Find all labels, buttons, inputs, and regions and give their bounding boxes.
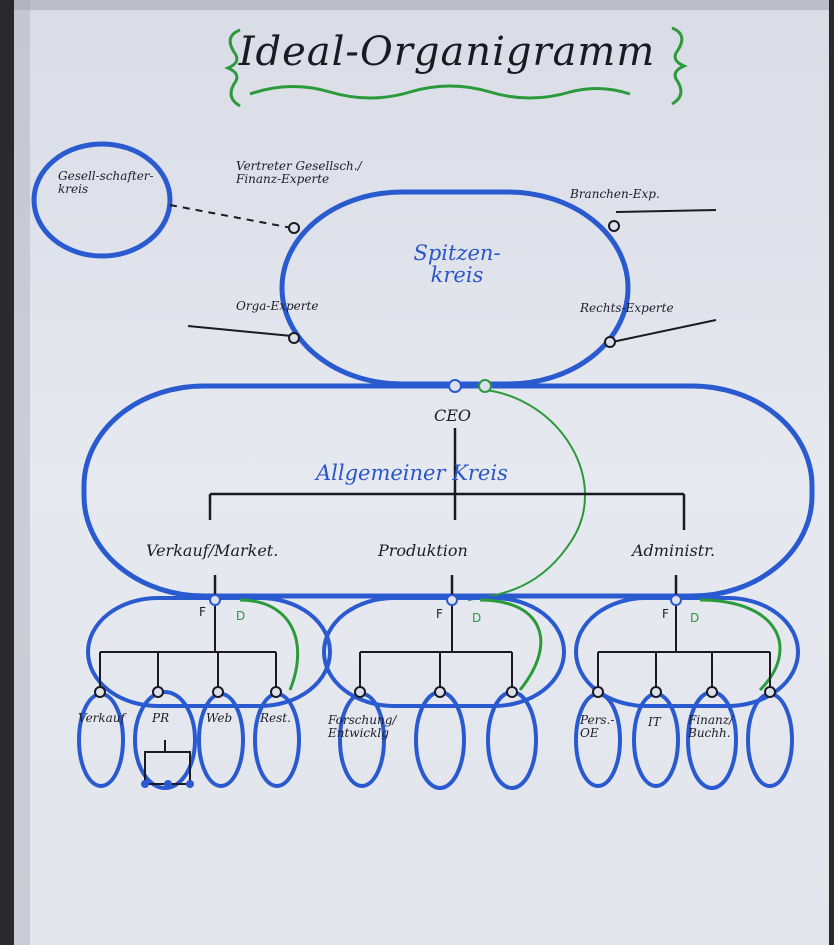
unit-it: IT xyxy=(648,715,661,729)
shareholder-circle-label: Gesell-schafter-kreis xyxy=(58,169,154,196)
dept-produktion-label: Produktion xyxy=(378,541,468,560)
shareholder-circle xyxy=(31,141,173,259)
dept-admin-label: Administr. xyxy=(632,541,716,560)
dept-nodes xyxy=(209,594,682,606)
dept-circles xyxy=(86,596,800,708)
dept-verkauf-label: Verkauf/Market. xyxy=(146,541,279,560)
expert-nodes xyxy=(288,220,620,348)
ceo-label: CEO xyxy=(434,406,472,425)
dept-0-d: D xyxy=(236,609,246,623)
ceo-green-node xyxy=(478,379,492,393)
expert-top-right: Branchen-Exp. xyxy=(570,187,660,201)
unit-pr: PR xyxy=(152,711,170,725)
dept-green-arcs xyxy=(239,598,782,692)
unit-nodes xyxy=(94,686,776,698)
expert-links xyxy=(187,209,717,343)
pr-subtree-nodes xyxy=(141,780,194,788)
page-title: Ideal-Organigramm xyxy=(238,29,656,75)
ceo-green-link xyxy=(467,389,586,601)
unit-tree-lines xyxy=(99,606,771,690)
unit-verkauf: Verkauf xyxy=(78,711,125,725)
expert-bottom-right: Rechts-Experte xyxy=(580,301,674,315)
dept-1-f: F xyxy=(436,607,443,621)
dept-1-d: D xyxy=(472,611,482,625)
unit-forschung: Forschung/ Entwicklg xyxy=(328,713,397,740)
unit-pers-oe: Pers.-OE xyxy=(580,713,615,740)
paper-top-edge xyxy=(14,0,829,10)
general-circle-label: Allgemeiner Kreis xyxy=(316,461,508,485)
top-circle-label: Spitzen-kreis xyxy=(413,241,501,288)
dept-2-f: F xyxy=(662,607,669,621)
ceo-node xyxy=(448,379,462,393)
unit-web: Web xyxy=(206,711,233,725)
dept-2-d: D xyxy=(690,611,700,625)
expert-bottom-left: Orga-Experte xyxy=(236,299,319,313)
unit-finanz: Finanz/ Buchh. xyxy=(688,713,734,740)
dept-0-f: F xyxy=(199,605,206,619)
unit-rest: Rest. xyxy=(260,711,291,725)
paper-shadow-left xyxy=(14,0,30,945)
title-braces xyxy=(224,26,688,108)
expert-top-left: Vertreter Gesellsch./ Finanz-Experte xyxy=(236,159,362,186)
